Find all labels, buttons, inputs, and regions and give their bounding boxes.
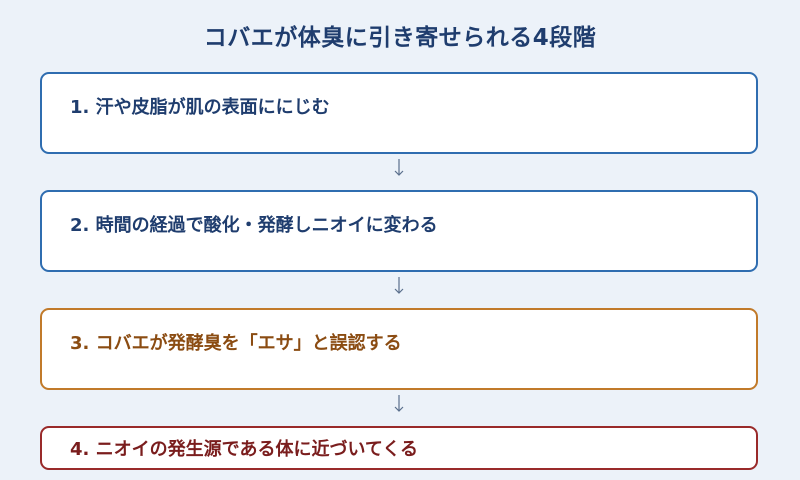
- step-1-box: 1. 汗や皮脂が肌の表面ににじむ: [40, 72, 758, 154]
- step-1-label: 1. 汗や皮脂が肌の表面ににじむ: [70, 97, 330, 118]
- step-2-box: 2. 時間の経過で酸化・発酵しニオイに変わる: [40, 190, 758, 272]
- diagram-title: コバエが体臭に引き寄せられる4段階: [203, 25, 597, 51]
- step-3-box: 3. コバエが発酵臭を「エサ」と誤認する: [40, 308, 758, 390]
- step-3-label: 3. コバエが発酵臭を「エサ」と誤認する: [70, 333, 402, 354]
- step-4-box: 4. ニオイの発生源である体に近づいてくる: [40, 426, 758, 470]
- step-2-label: 2. 時間の経過で酸化・発酵しニオイに変わる: [70, 215, 438, 236]
- step-4-label: 4. ニオイの発生源である体に近づいてくる: [70, 439, 419, 460]
- arrow-down-icon: [394, 395, 404, 412]
- arrow-down-icon: [394, 277, 404, 294]
- arrow-down-icon: [394, 159, 404, 176]
